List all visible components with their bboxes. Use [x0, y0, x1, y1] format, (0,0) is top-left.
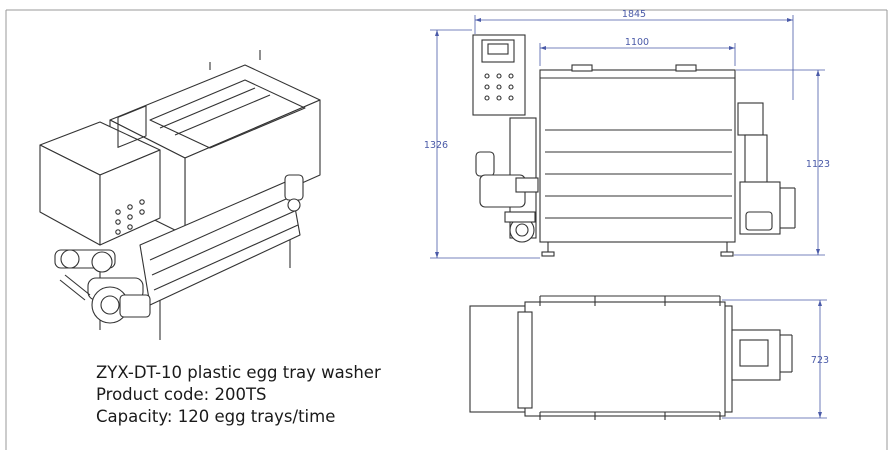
dimension-tank-height: 1123 [806, 159, 830, 170]
dimension-overall-width: 1845 [622, 9, 646, 20]
dimension-top-depth: 723 [811, 355, 829, 366]
product-caption: ZYX-DT-10 plastic egg tray washer Produc… [96, 362, 381, 428]
caption-capacity: Capacity: 120 egg trays/time [96, 407, 336, 426]
isometric-view [39, 50, 321, 340]
caption-model: ZYX-DT-10 plastic egg tray washer [96, 363, 381, 382]
front-elevation-view [472, 34, 796, 257]
dimension-overall-height: 1326 [424, 140, 448, 151]
top-plan-view [469, 295, 793, 420]
caption-product-code: Product code: 200TS [96, 385, 267, 404]
dimension-tank-width: 1100 [625, 37, 649, 48]
dimension-lines [430, 15, 827, 419]
